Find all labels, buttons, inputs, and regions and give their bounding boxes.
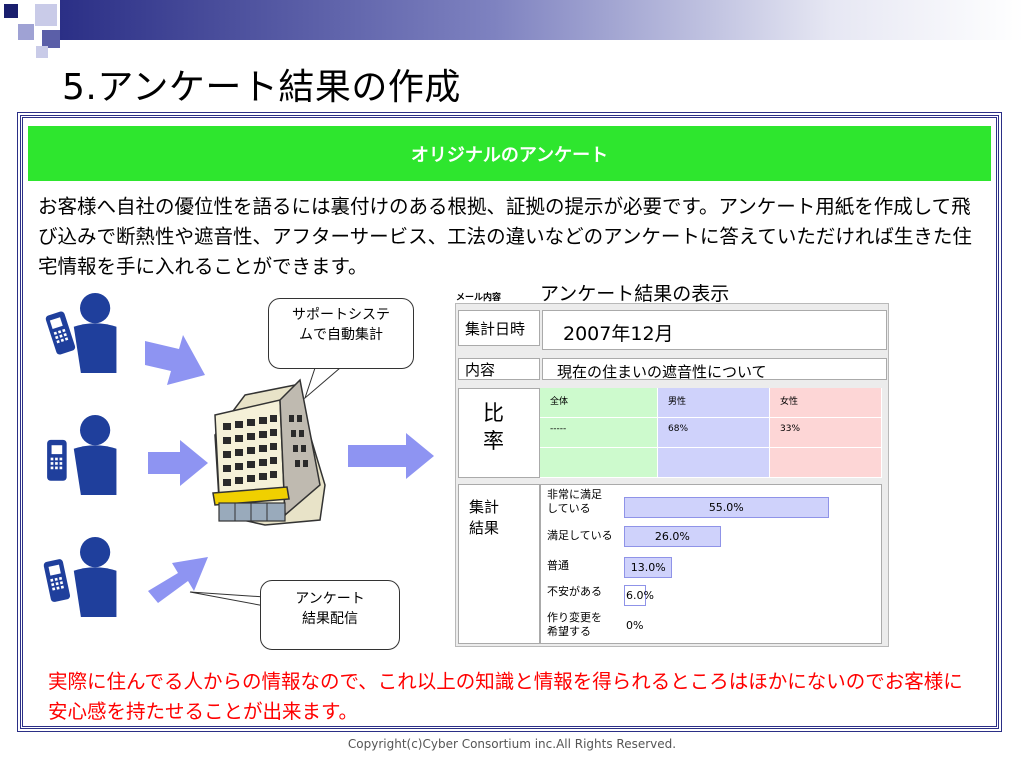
- person-phone-icon: [47, 415, 117, 495]
- person-phone-icon: [43, 537, 117, 617]
- ratio-value-male: 68%: [658, 418, 770, 448]
- person-phone-icon: [45, 293, 117, 373]
- ratio-empty-cell: [540, 448, 658, 478]
- slide-title: 5.アンケート結果の作成: [62, 67, 461, 108]
- callout-text: アンケート 結果配信: [295, 591, 365, 627]
- ratio-value-female: 33%: [770, 418, 882, 448]
- result-bar: 6.0%: [624, 585, 654, 606]
- content-frame: [17, 112, 1002, 732]
- result-bar-label: 13.0%: [630, 561, 666, 574]
- content-value-box: 現在の住まいの遮音性について: [542, 358, 887, 381]
- intro-text: お客様へ自社の優位性を語るには裏付けのある根拠、証拠の提示が必要です。アンケート…: [38, 195, 972, 278]
- callout-result-delivery: アンケート 結果配信: [260, 580, 400, 650]
- decorative-square: [36, 46, 48, 58]
- content-frame-inner: [22, 117, 997, 727]
- result-label-want-remodel: 作り変更を 希望する: [547, 611, 602, 638]
- result-bar: 26.0%: [624, 526, 721, 547]
- ratio-value-all: -----: [540, 418, 658, 448]
- result-label-satisfied: 満足している: [547, 529, 613, 542]
- result-label-anxious: 不安がある: [547, 585, 602, 598]
- result-bar-label: 26.0%: [654, 530, 690, 543]
- decorative-square: [18, 24, 34, 40]
- result-bar: 13.0%: [624, 557, 673, 578]
- results-label: 集計 結果: [458, 484, 540, 644]
- decorative-square: [4, 4, 18, 18]
- ratio-label: 比 率: [458, 388, 540, 478]
- callout-text: サポートシステ ムで自動集計: [292, 307, 390, 343]
- form-header: メール内容: [456, 293, 502, 303]
- result-bar-label: 6.0%: [626, 589, 654, 602]
- ratio-grid: 全体 男性 女性 ----- 68% 33%: [540, 388, 882, 478]
- office-building-icon: [212, 378, 326, 526]
- result-label-very-satisfied: 非常に満足 している: [547, 488, 602, 515]
- banner: オリジナルのアンケート: [28, 126, 991, 181]
- result-heading: アンケート結果の表示: [540, 283, 730, 305]
- date-value: 2007年12月: [563, 323, 674, 345]
- content-value: 現在の住まいの遮音性について: [557, 363, 767, 381]
- ratio-empty-cell: [770, 448, 882, 478]
- result-bar: 0%: [624, 615, 643, 636]
- closing-text: 実際に住んでる人からの情報なので、これ以上の知識と情報を得られるところはほかにな…: [48, 670, 963, 723]
- decorative-square: [35, 4, 57, 26]
- date-value-box: 2007年12月: [542, 310, 887, 350]
- content-label: 内容: [458, 358, 540, 380]
- ratio-header-male: 男性: [658, 388, 770, 418]
- ratio-empty-cell: [658, 448, 770, 478]
- title-gradient-bar: [60, 0, 1024, 40]
- copyright: Copyright(c)Cyber Consortium inc.All Rig…: [347, 737, 677, 751]
- arrow-right-icon: [348, 433, 434, 479]
- callout-auto-aggregate: サポートシステ ムで自動集計: [268, 298, 414, 369]
- ratio-header-female: 女性: [770, 388, 882, 418]
- arrow-right-icon: [148, 440, 208, 486]
- arrow-right-icon: [148, 557, 208, 603]
- ratio-header-all: 全体: [540, 388, 658, 418]
- result-bar: 55.0%: [624, 497, 829, 518]
- result-bar-label: 55.0%: [708, 501, 744, 514]
- result-label-normal: 普通: [547, 559, 569, 572]
- date-label: 集計日時: [458, 310, 540, 346]
- arrow-right-icon: [145, 335, 205, 385]
- decorative-square: [42, 30, 60, 48]
- result-bar-label: 0%: [626, 619, 644, 632]
